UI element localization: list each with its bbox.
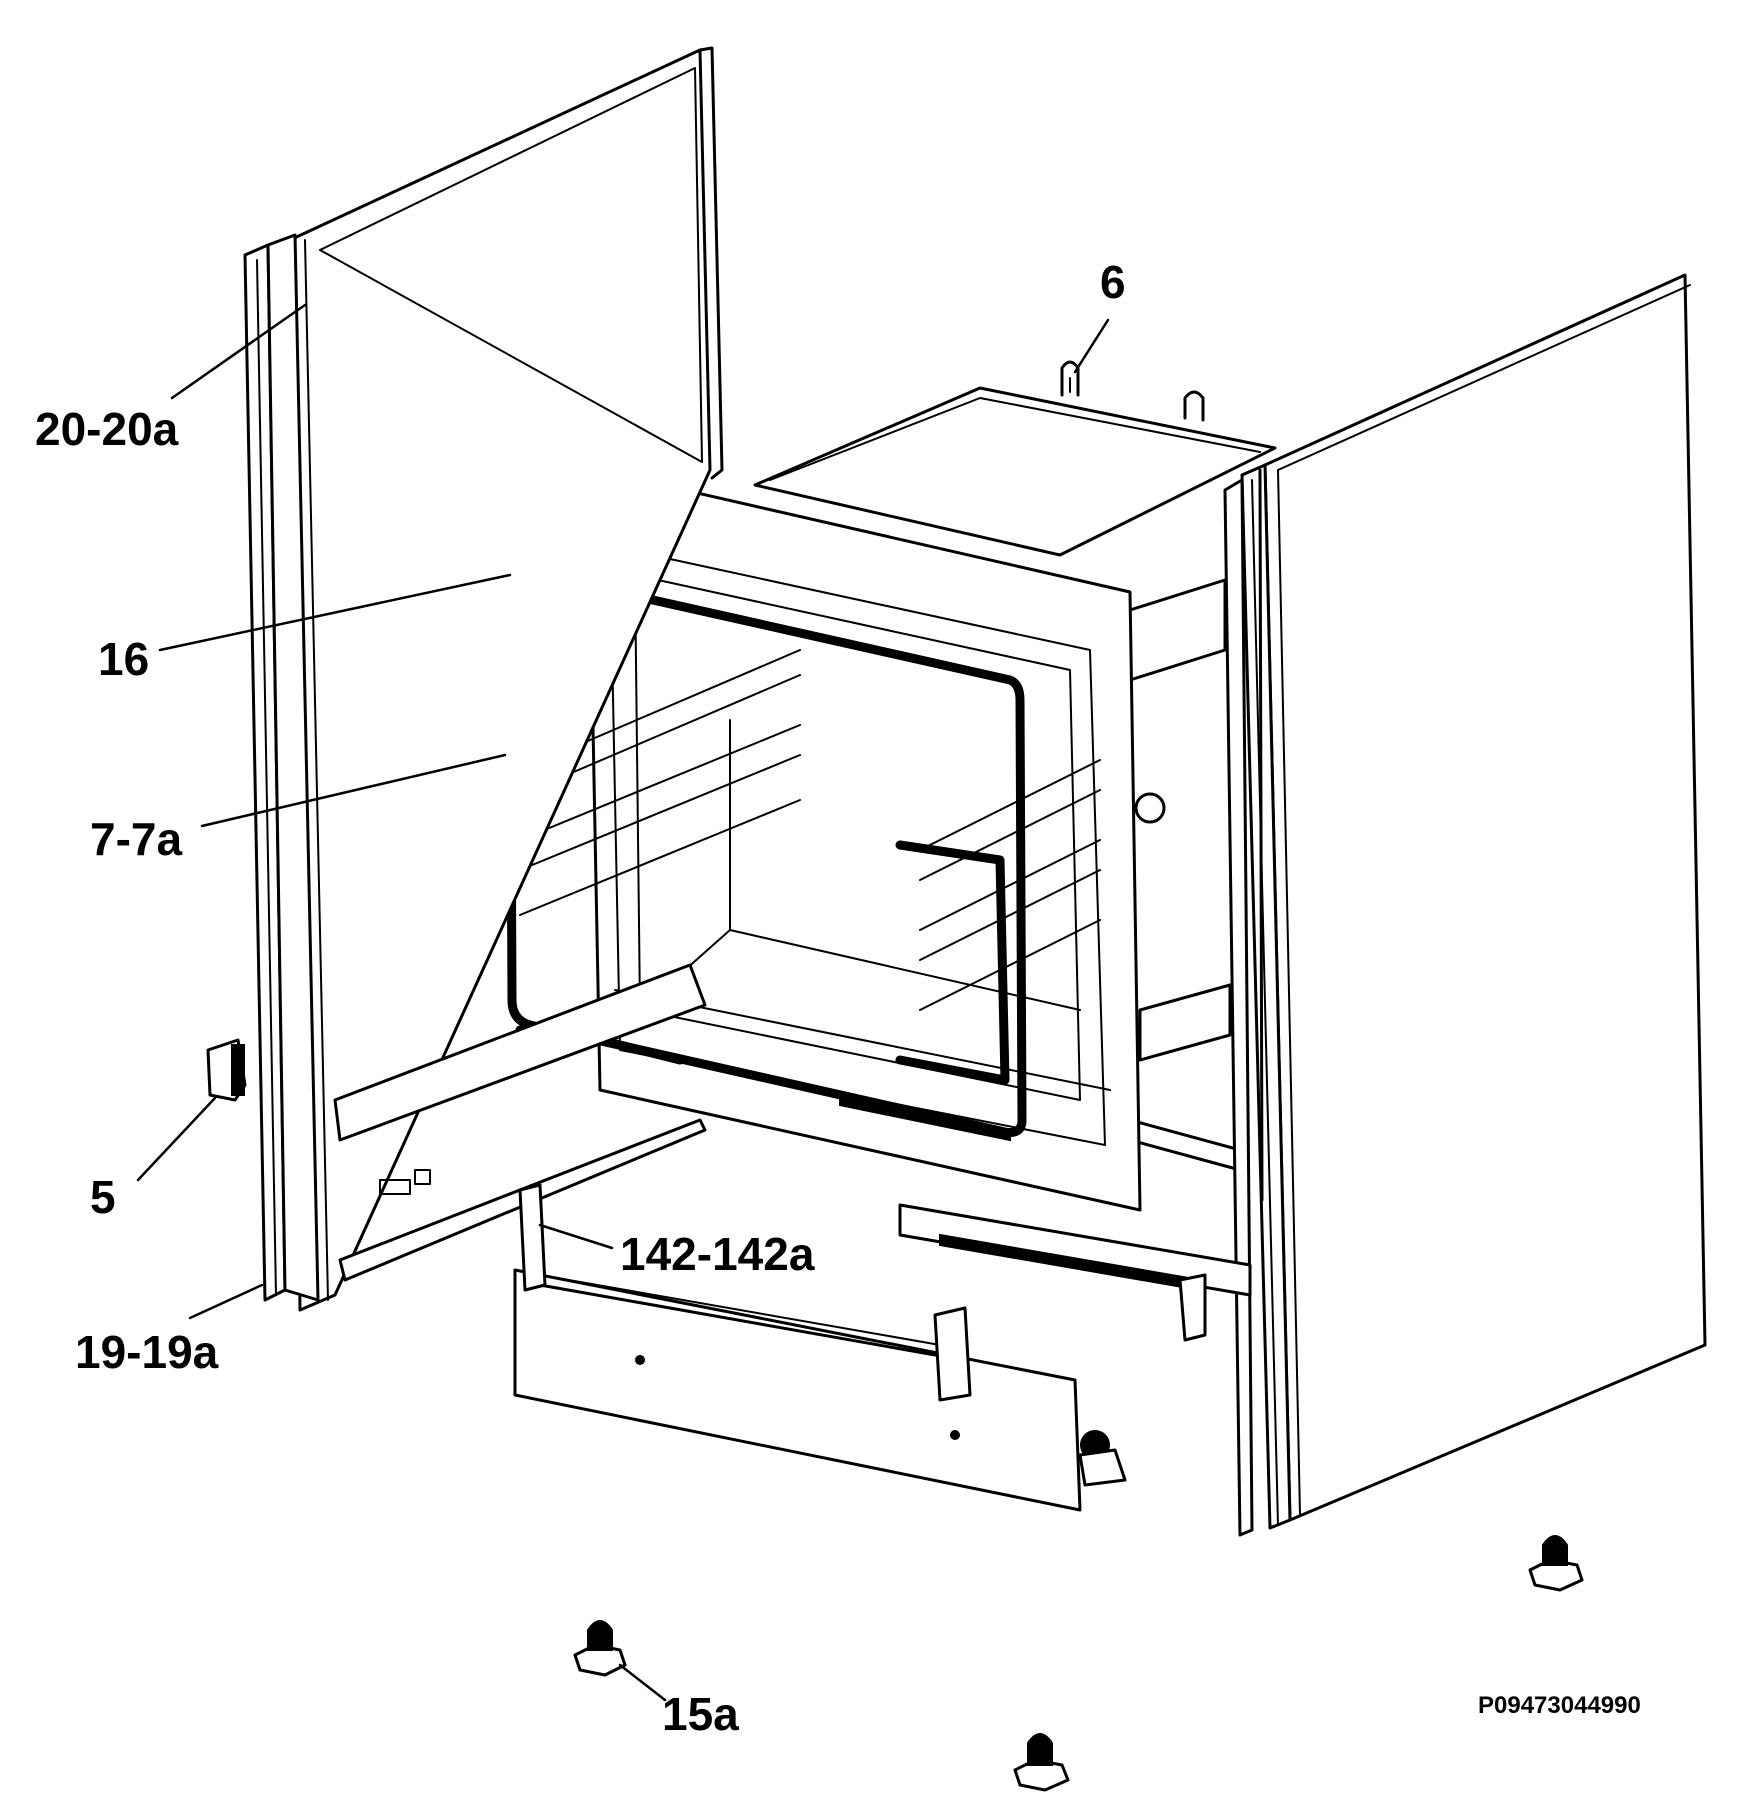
callout-19-19a: 19-19a	[75, 1326, 219, 1378]
drawing-code: P09473044990	[1478, 1692, 1641, 1719]
leader-5	[136, 1096, 217, 1182]
part-5-clip	[206, 1038, 247, 1102]
callout-7-7a: 7-7a	[90, 813, 182, 865]
leader-142-142a	[538, 1223, 614, 1250]
callout-5: 5	[90, 1171, 116, 1223]
part-15a-feet	[573, 1535, 1584, 1792]
rear-rails	[1128, 578, 1242, 1172]
foot-front-left	[573, 1620, 627, 1677]
leader-7-7a	[200, 753, 507, 828]
foot-front-right	[1013, 1733, 1070, 1792]
leader-20-20a	[170, 303, 307, 400]
part-19-19a-left-profile	[243, 233, 329, 1302]
leader-19-19a	[188, 1283, 264, 1320]
callout-142-142a: 142-142a	[620, 1228, 815, 1280]
callout-6: 6	[1100, 256, 1126, 308]
leader-16	[158, 573, 512, 652]
leader-15a	[618, 1663, 667, 1702]
part-142-142a-bottom-panel	[513, 1183, 1252, 1512]
cabinet-top	[753, 386, 1277, 557]
callout-15a: 15a	[662, 1688, 739, 1740]
foot-rear-right	[1528, 1535, 1584, 1592]
leader-lines	[136, 303, 1110, 1702]
callout-16: 16	[98, 633, 149, 685]
leader-6	[1073, 318, 1110, 374]
callout-20-20a: 20-20a	[35, 403, 179, 455]
right-side-panel	[1223, 273, 1707, 1537]
